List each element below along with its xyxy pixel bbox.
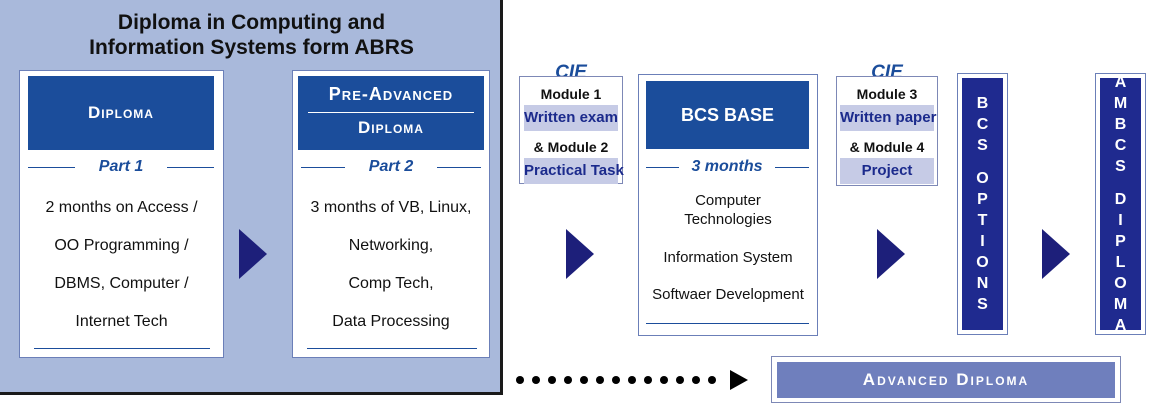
letter: I (980, 233, 985, 250)
cie-line: & Module 2 (533, 139, 609, 155)
cie-highlight: Project (840, 158, 934, 184)
dot (708, 376, 716, 384)
dot (532, 376, 540, 384)
dot (660, 376, 668, 384)
dot (564, 376, 572, 384)
divider (307, 348, 477, 349)
letter: I (1118, 212, 1123, 229)
stage2-line: Data Processing (332, 313, 450, 330)
letter (980, 156, 984, 168)
part-label: Part 2 (345, 157, 437, 177)
stage1-line: Internet Tech (75, 313, 168, 330)
pre-advanced-heading: Pre-Advanced Diploma (298, 76, 484, 150)
bcs-base-heading: BCS BASE (646, 81, 809, 149)
letter: C (976, 116, 989, 133)
dot (644, 376, 652, 384)
stage1-line: OO Programming / (54, 237, 189, 254)
letter (1118, 177, 1122, 189)
cie-module-box: Module 3 Written paper & Module 4 Projec… (836, 76, 938, 186)
letter: S (977, 137, 988, 154)
divider (34, 348, 210, 349)
divider (646, 323, 809, 324)
part-label: Part 1 (75, 157, 167, 177)
pre-advanced-card: Pre-Advanced Diploma Part 2 3 months of … (292, 70, 490, 358)
panel-title-line-2: Information Systems form ABRS (89, 36, 414, 59)
letter: A (1114, 74, 1127, 91)
bcs-base-card: BCS BASE 3 months Computer Technologies … (638, 74, 818, 336)
letter: M (1113, 95, 1128, 112)
stage2-line: Networking, (348, 237, 434, 254)
panel-title-line-1: Diploma in Computing and (117, 11, 386, 34)
letter: T (977, 212, 988, 229)
cie-highlight: Written exam (524, 105, 618, 131)
dot (580, 376, 588, 384)
dot (612, 376, 620, 384)
letter: D (1114, 191, 1127, 208)
letter: O (976, 254, 989, 271)
dot (676, 376, 684, 384)
letter: L (1115, 254, 1126, 271)
divider (308, 112, 474, 113)
cie-line: Module 1 (540, 86, 602, 102)
letter: P (977, 191, 988, 208)
cie-highlight: Practical Task (524, 158, 624, 184)
arrow-right-icon (566, 229, 594, 279)
letter: A (1114, 317, 1127, 334)
letter: O (976, 170, 989, 187)
bcs-base-line: Information System (663, 249, 793, 266)
arrow-right-icon (1042, 229, 1070, 279)
cie-line: Module 3 (856, 86, 918, 102)
letter: O (1114, 275, 1127, 292)
cie-module-box: Module 1 Written exam & Module 2 Practic… (519, 76, 624, 184)
arrow-right-icon (239, 229, 267, 279)
advanced-diploma-frame: Advanced Diploma (771, 356, 1121, 403)
dot (692, 376, 700, 384)
diploma-heading: Diploma (28, 76, 214, 150)
letter: C (1114, 137, 1127, 154)
letter: M (1113, 296, 1128, 313)
bcs-base-line: Technologies (684, 211, 772, 228)
cie-highlight: Written paper (840, 105, 936, 131)
duration-label: 3 months (679, 157, 775, 177)
letter: B (1114, 116, 1127, 133)
arrow-head-icon (730, 370, 748, 390)
cie-line: & Module 4 (849, 139, 925, 155)
stage2-line: 3 months of VB, Linux, (310, 199, 472, 216)
bcs-base-line: Softwaer Development (652, 286, 804, 303)
letter: S (1115, 158, 1126, 175)
letter: S (977, 296, 988, 313)
dot (516, 376, 524, 384)
stage1-line: DBMS, Computer / (54, 275, 189, 292)
dot (548, 376, 556, 384)
letter: N (976, 275, 989, 292)
panel-title: Diploma in Computing and Information Sys… (0, 10, 503, 60)
letter: B (976, 95, 989, 112)
letter: P (1115, 233, 1126, 250)
dot (628, 376, 636, 384)
dot (596, 376, 604, 384)
arrow-right-icon (877, 229, 905, 279)
stage2-line: Comp Tech, (348, 275, 434, 292)
stage1-line: 2 months on Access / (45, 199, 198, 216)
diploma-card: Diploma Part 1 2 months on Access / OO P… (19, 70, 224, 358)
heading-bottom: Diploma (358, 118, 424, 137)
advanced-diploma-label: Advanced Diploma (777, 362, 1115, 398)
heading-top: Pre-Advanced (328, 84, 454, 104)
bcs-base-line: Computer (695, 192, 761, 209)
